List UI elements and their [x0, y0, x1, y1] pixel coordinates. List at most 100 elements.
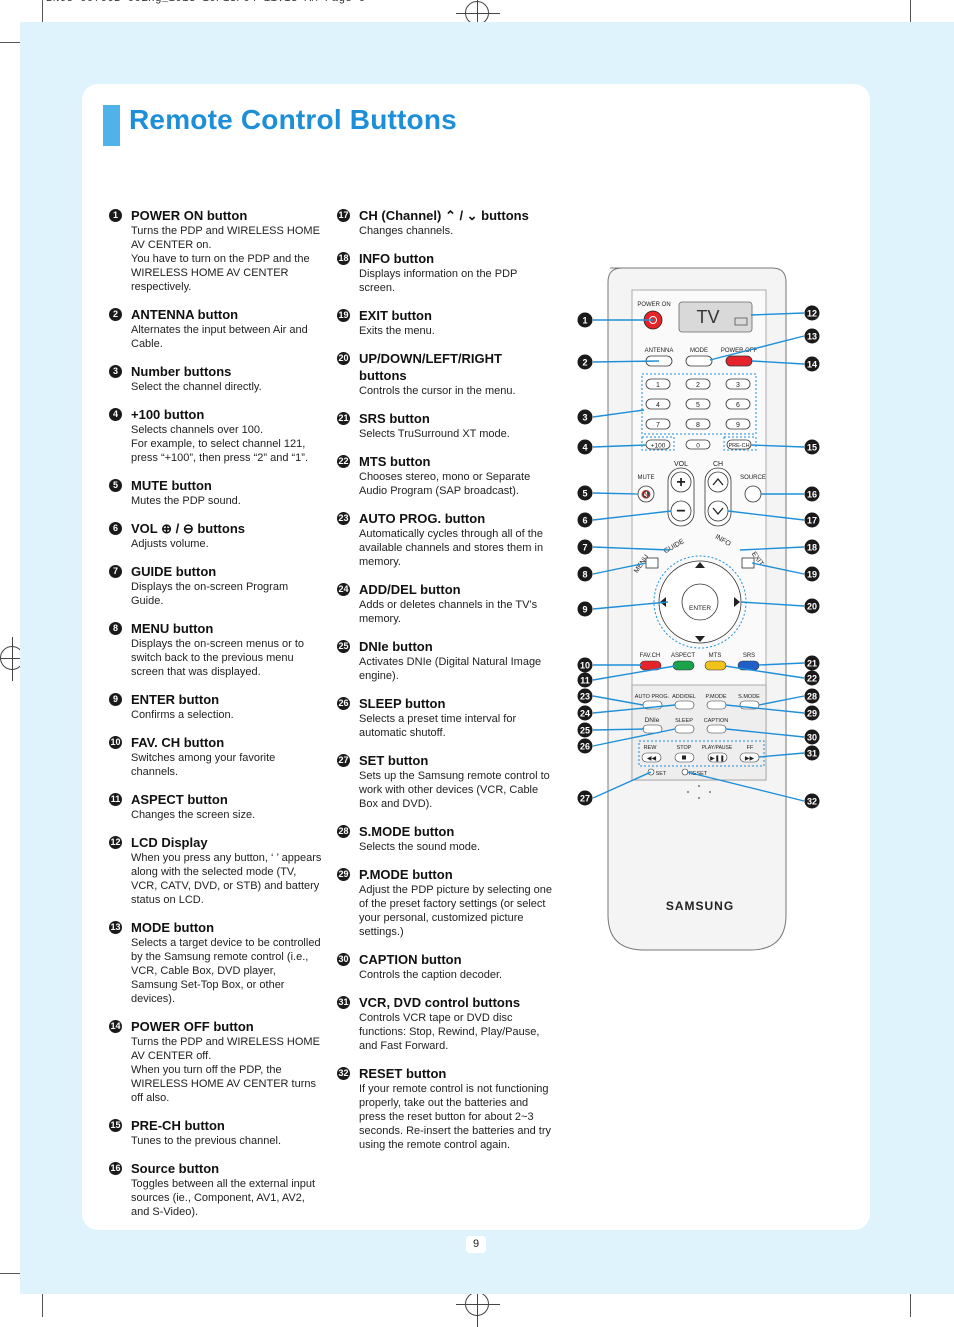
- callout-number-badge: [577, 790, 593, 806]
- prech-button[interactable]: [726, 439, 752, 450]
- ch-down-button[interactable]: [707, 500, 729, 522]
- callout-number-badge: [577, 672, 593, 688]
- callout-number: 16: [807, 490, 817, 500]
- caption-button[interactable]: [706, 724, 727, 734]
- digit-6-text: 6: [736, 402, 740, 409]
- digit-4-button[interactable]: [645, 398, 671, 410]
- right-arrow-button[interactable]: [734, 597, 740, 607]
- fast-forward-button[interactable]: [739, 752, 760, 763]
- callout-leader-line: [592, 695, 644, 706]
- mts-button[interactable]: [704, 660, 727, 671]
- item-heading: P.MODE button: [359, 867, 453, 882]
- enter-button[interactable]: [681, 583, 719, 621]
- callout-number-badge: [804, 539, 820, 555]
- item-description: Controls the caption decoder.: [359, 969, 503, 981]
- print-slug: BN68-00766B-00Eng_1013 10/13/04 11:13 AM…: [46, 0, 366, 5]
- item-heading: MUTE button: [131, 478, 212, 493]
- callout-number-badge: [577, 601, 593, 617]
- item-number-badge: 31: [337, 996, 350, 1009]
- pmode-button[interactable]: [706, 700, 727, 710]
- aspect-button[interactable]: [672, 660, 695, 671]
- callout-number-badge: [804, 439, 820, 455]
- digit-8-text: 8: [696, 422, 700, 429]
- item-number-badge: 9: [109, 693, 122, 706]
- digit-3-button[interactable]: [725, 378, 751, 390]
- item-number-badge: 29: [337, 868, 350, 881]
- play-pause-button[interactable]: [707, 752, 728, 763]
- crop-mark: [910, 1287, 911, 1317]
- callout-number-badge: [804, 705, 820, 721]
- callout-number-badge: [804, 598, 820, 614]
- set-label: SET: [656, 771, 667, 777]
- callout-number-badge: [804, 670, 820, 686]
- callout-number-badge: [577, 722, 593, 738]
- item-description: Changes channels.: [359, 225, 454, 237]
- item-description: Selects the sound mode.: [359, 841, 481, 853]
- ch-up-button[interactable]: [707, 471, 729, 493]
- callout-markers: 1234567891011121314151617181920212223242…: [577, 305, 820, 809]
- item-description: Exits the menu.: [359, 325, 435, 337]
- item-heading: FAV. CH button: [131, 735, 225, 750]
- item-heading: PRE-CH button: [131, 1118, 225, 1133]
- callout-number: 7: [582, 543, 587, 553]
- menu-button[interactable]: [645, 557, 659, 569]
- item-number-badge: 32: [337, 1067, 350, 1080]
- callout-number: 24: [580, 709, 590, 719]
- srs-label: SRS: [743, 653, 755, 659]
- rewind-button[interactable]: [641, 752, 662, 763]
- vol-up-button[interactable]: [670, 471, 692, 493]
- down-arrow-button[interactable]: [695, 636, 705, 642]
- callout-leader-line: [724, 665, 805, 679]
- callout-leader-line: [592, 409, 645, 418]
- item-description: Automatically cycles through all of the …: [359, 528, 544, 568]
- callout-number: 13: [807, 332, 817, 342]
- item-heading: ADD/DEL button: [359, 582, 461, 597]
- plus100-button[interactable]: [645, 439, 671, 450]
- remote-dot: [698, 797, 700, 799]
- item-description: Adds or deletes channels in the TV’s mem…: [359, 599, 538, 625]
- item-number-badge: 12: [109, 836, 122, 849]
- digit-1-button[interactable]: [645, 378, 671, 390]
- digit-6-button[interactable]: [725, 398, 751, 410]
- item-heading: MENU button: [131, 621, 214, 636]
- digit-0-button[interactable]: [685, 439, 711, 450]
- digit-8-button[interactable]: [685, 418, 711, 430]
- digit-5-button[interactable]: [685, 398, 711, 410]
- sleep-button[interactable]: [674, 724, 695, 734]
- digit-2-button[interactable]: [685, 378, 711, 390]
- mode-button[interactable]: [685, 355, 713, 367]
- callout-leader-line: [592, 444, 647, 448]
- minus-icon: −: [676, 503, 685, 520]
- power-off-button[interactable]: [725, 355, 753, 367]
- item-heading: SET button: [359, 753, 429, 768]
- callout-leader-line: [751, 562, 805, 575]
- digit-2-text: 2: [696, 382, 700, 389]
- source-button[interactable]: [744, 485, 762, 503]
- item-description: Selects TruSurround XT mode.: [359, 428, 510, 440]
- item-number-badge: 15: [109, 1119, 122, 1132]
- item-number-badge: 1: [109, 209, 122, 222]
- callout-number-badge: [804, 688, 820, 704]
- callout-leader-line: [758, 752, 805, 758]
- callout-number: 27: [580, 794, 590, 804]
- item-number-badge: 19: [337, 309, 350, 322]
- digit-4-text: 4: [656, 402, 660, 409]
- callout-number: 3: [582, 413, 587, 423]
- item-heading: SRS button: [359, 411, 430, 426]
- adddel-button[interactable]: [674, 700, 695, 710]
- plus100-text: +100: [651, 443, 666, 450]
- digit-9-button[interactable]: [725, 418, 751, 430]
- callout-number: 8: [582, 570, 587, 580]
- item-description: Toggles between all the external input s…: [131, 1178, 316, 1218]
- digit-7-button[interactable]: [645, 418, 671, 430]
- callout-leader-line: [758, 662, 805, 666]
- up-arrow-button[interactable]: [695, 562, 705, 568]
- callout-leader-line: [592, 562, 647, 575]
